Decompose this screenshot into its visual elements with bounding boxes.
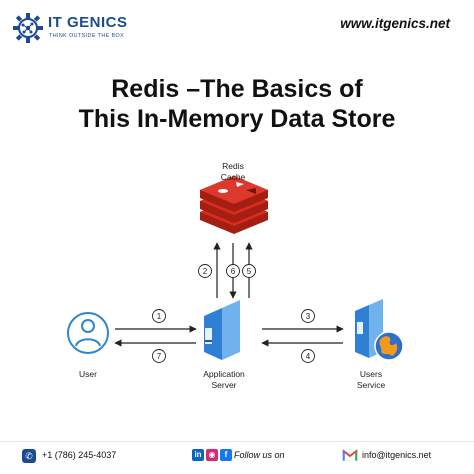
- step-number-6: 6: [231, 267, 236, 276]
- page-title: Redis –The Basics of This In-Memory Data…: [0, 74, 474, 134]
- user-icon: [67, 312, 109, 354]
- title-line-2: This In-Memory Data Store: [78, 105, 396, 133]
- footer-phone[interactable]: +1 (786) 245-4037: [42, 450, 117, 460]
- instagram-icon[interactable]: ◉: [206, 449, 218, 461]
- gmail-icon: [342, 449, 358, 461]
- step-number-3: 3: [306, 312, 311, 321]
- step-marker-1: [152, 309, 166, 323]
- cache-label-line-1: Redis: [222, 161, 244, 171]
- step-number-1: 1: [157, 312, 162, 321]
- footer-follow-text: Follow us on: [234, 450, 285, 460]
- step-number-5: 5: [247, 267, 252, 276]
- server-globe-icon: [355, 299, 404, 361]
- step-marker-6: [226, 264, 240, 278]
- facebook-icon[interactable]: f: [220, 449, 232, 461]
- gear-network-icon: [13, 13, 43, 43]
- app-server-label-line-1: Application: [203, 369, 245, 379]
- step-marker-7: [152, 349, 166, 363]
- users-service-label-line-1: Users: [360, 369, 382, 379]
- footer-email[interactable]: info@itgenics.net: [362, 450, 432, 460]
- step-marker-3: [301, 309, 315, 323]
- step-number-7: 7: [157, 352, 162, 361]
- brand-name: IT GENICS: [48, 14, 128, 31]
- step-marker-2: [198, 264, 212, 278]
- users-service-label-line-2: Service: [357, 380, 386, 390]
- app-server-label-line-2: Server: [211, 380, 236, 390]
- step-marker-4: [301, 349, 315, 363]
- brand-logo: IT GENICS THINK OUTSIDE THE BOX: [12, 12, 132, 46]
- brand-tagline: THINK OUTSIDE THE BOX: [49, 33, 125, 39]
- server-icon: [204, 300, 240, 360]
- title-line-1: Redis –The Basics of: [111, 75, 363, 103]
- step-number-4: 4: [306, 352, 311, 361]
- linkedin-icon[interactable]: in: [192, 449, 204, 461]
- website-link[interactable]: www.itgenics.net: [340, 16, 450, 31]
- user-label: User: [79, 369, 97, 379]
- redis-stack-icon: [200, 176, 268, 234]
- cache-label-line-2: Cache: [221, 172, 246, 182]
- footer: ✆ +1 (786) 245-4037 in ◉ f Follow us on …: [0, 446, 474, 470]
- step-marker-5: [242, 264, 256, 278]
- phone-icon: ✆: [22, 449, 36, 463]
- step-number-2: 2: [203, 267, 208, 276]
- footer-divider: [0, 441, 474, 442]
